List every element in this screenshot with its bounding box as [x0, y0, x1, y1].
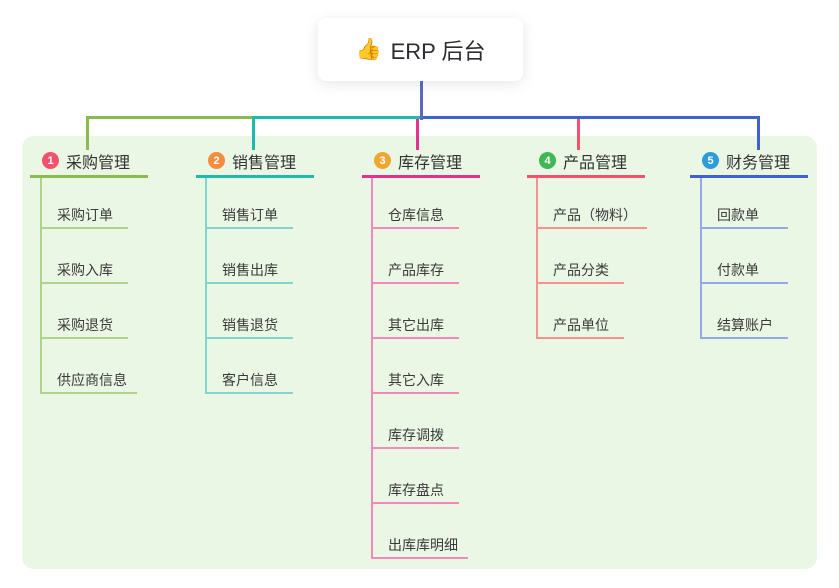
branch2-label: 销售管理 — [232, 154, 297, 172]
branches-panel — [22, 136, 817, 569]
thumbs-up-icon: 👍 — [355, 37, 382, 61]
branch-header-finance[interactable]: 5 财务管理 — [690, 151, 808, 178]
node-purchase-return[interactable]: 采购退货 — [40, 315, 128, 339]
node-sales-return[interactable]: 销售退货 — [205, 315, 293, 339]
node-collection-order[interactable]: 回款单 — [700, 205, 788, 229]
branch-header-procurement[interactable]: 1 采购管理 — [30, 151, 148, 178]
node-warehouse-info[interactable]: 仓库信息 — [371, 205, 459, 229]
node-product-stock[interactable]: 产品库存 — [371, 260, 459, 284]
branch3-label: 库存管理 — [398, 154, 463, 172]
node-supplier-info[interactable]: 供应商信息 — [40, 370, 137, 394]
node-outbound-detail[interactable]: 出库库明细 — [371, 535, 468, 559]
node-customer-info[interactable]: 客户信息 — [205, 370, 293, 394]
branch5-number-badge: 5 — [702, 152, 719, 169]
node-purchase-inbound[interactable]: 采购入库 — [40, 260, 128, 284]
branch-header-inventory[interactable]: 3 库存管理 — [362, 151, 480, 178]
branch2-number-badge: 2 — [208, 152, 225, 169]
node-product-material[interactable]: 产品（物料） — [536, 205, 647, 229]
branch-header-sales[interactable]: 2 销售管理 — [196, 151, 314, 178]
branch1-number-badge: 1 — [42, 152, 59, 169]
node-stock-transfer[interactable]: 库存调拨 — [371, 425, 459, 449]
node-other-outbound[interactable]: 其它出库 — [371, 315, 459, 339]
branch1-label: 采购管理 — [66, 154, 131, 172]
node-other-inbound[interactable]: 其它入库 — [371, 370, 459, 394]
branch3-number-badge: 3 — [374, 152, 391, 169]
branch5-label: 财务管理 — [726, 154, 791, 172]
node-sales-outbound[interactable]: 销售出库 — [205, 260, 293, 284]
node-purchase-order[interactable]: 采购订单 — [40, 205, 128, 229]
branch-header-product[interactable]: 4 产品管理 — [527, 151, 645, 178]
node-sales-order[interactable]: 销售订单 — [205, 205, 293, 229]
root-node[interactable]: 👍 ERP 后台 — [318, 18, 523, 81]
branch4-label: 产品管理 — [563, 154, 628, 172]
branch4-number-badge: 4 — [539, 152, 556, 169]
root-title: ERP 后台 — [390, 38, 486, 64]
node-settlement-account[interactable]: 结算账户 — [700, 315, 788, 339]
node-payment-order[interactable]: 付款单 — [700, 260, 788, 284]
node-stock-count[interactable]: 库存盘点 — [371, 480, 459, 504]
node-product-unit[interactable]: 产品单位 — [536, 315, 624, 339]
node-product-category[interactable]: 产品分类 — [536, 260, 624, 284]
